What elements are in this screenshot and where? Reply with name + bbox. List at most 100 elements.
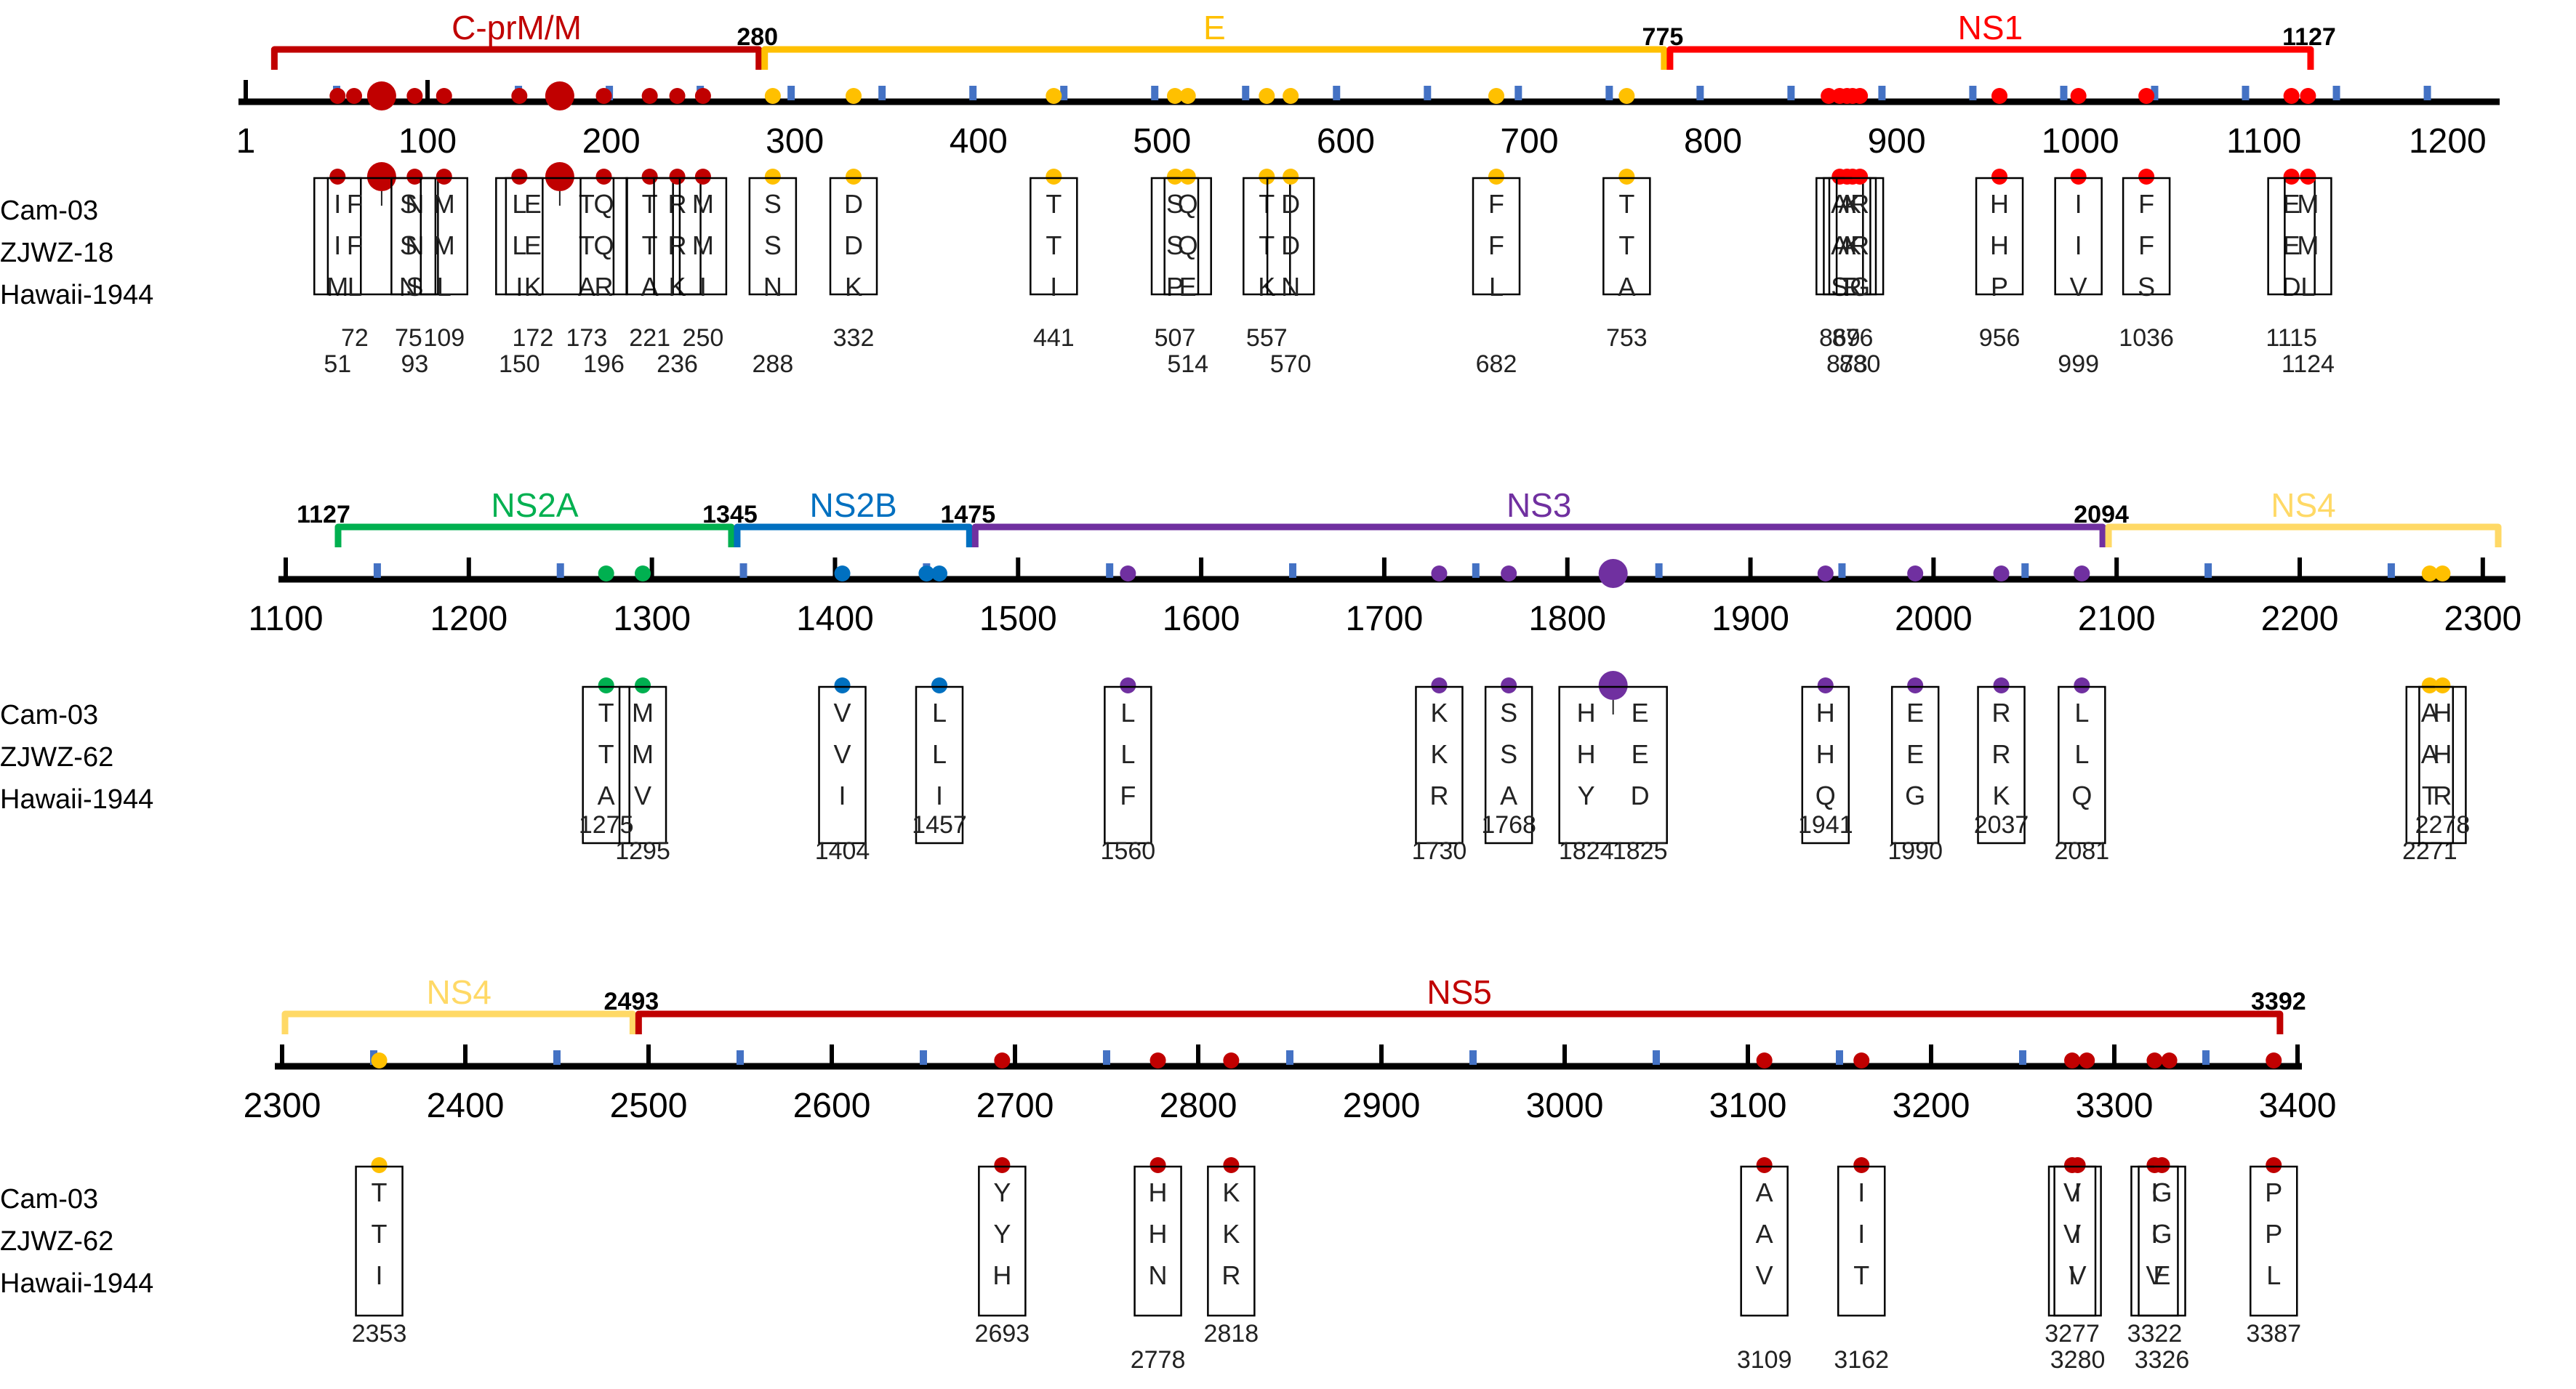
residue-letter: T xyxy=(1853,1260,1869,1290)
residue-box xyxy=(1415,685,1464,845)
axis-tick-label: 500 xyxy=(1133,122,1191,161)
domain-bracket xyxy=(635,1010,2284,1034)
residue-box xyxy=(1484,685,1533,845)
residue-letter: P xyxy=(2265,1177,2282,1207)
mutation-dot xyxy=(764,169,781,185)
residue-box xyxy=(829,177,878,296)
residue-letter: L xyxy=(1489,272,1504,302)
residue-letter: D xyxy=(1631,781,1650,810)
residue-letter: H xyxy=(992,1260,1011,1290)
mutation-dot xyxy=(846,169,862,185)
residue-letter: M xyxy=(433,189,455,219)
residue-letter: E xyxy=(1632,739,1649,769)
residue-box xyxy=(1104,685,1152,845)
position-label: 3326 xyxy=(2135,1346,2190,1374)
residue-box xyxy=(1837,1165,1886,1317)
residue-letter: L xyxy=(2266,1260,2281,1290)
axis-tick-label: 2300 xyxy=(244,1087,321,1125)
residue-letter: D xyxy=(1281,230,1300,260)
mutation-dot xyxy=(1991,88,2008,104)
residue-letter: F xyxy=(2138,230,2154,260)
axis-minor-tick xyxy=(1655,563,1663,578)
axis-tick-label: 1300 xyxy=(613,600,691,638)
axis-tick-label: 2500 xyxy=(610,1087,688,1125)
axis-minor-tick xyxy=(2060,86,2068,100)
axis-minor-tick xyxy=(787,86,795,100)
residue-letter: P xyxy=(1166,272,1184,302)
residue-letter: R xyxy=(1850,230,1869,260)
residue-box xyxy=(420,177,469,296)
axis-tick-label: 2600 xyxy=(793,1087,871,1125)
residue-letter: T xyxy=(1046,230,1062,260)
position-label: 873 xyxy=(1826,350,1868,378)
residue-letter: K xyxy=(1430,739,1448,769)
axis-tick-label: 1200 xyxy=(2409,122,2487,161)
axis-minor-tick xyxy=(1969,86,1977,100)
domain-label: NS4 xyxy=(426,973,491,1011)
residue-box xyxy=(678,177,728,296)
mutation-dot xyxy=(2138,88,2155,104)
axis-tick-label: 2200 xyxy=(2261,600,2339,638)
residue-letter: F xyxy=(1488,189,1504,219)
residue-letter: I xyxy=(2074,1177,2082,1207)
mutation-dot xyxy=(1283,88,1299,104)
axis-tick-label: 3200 xyxy=(1893,1087,1970,1125)
mutation-dot xyxy=(436,88,452,104)
residue-letter: T xyxy=(372,1219,388,1249)
mutation-dot xyxy=(1431,677,1448,693)
mutation-dot xyxy=(346,88,363,104)
residue-letter: E xyxy=(2283,189,2300,219)
strain-label: Cam-03 xyxy=(0,700,98,730)
residue-letter: E xyxy=(1906,698,1924,728)
axis-minor-tick xyxy=(1106,563,1114,578)
axis-tick-label: 400 xyxy=(950,122,1008,161)
residue-box xyxy=(625,177,674,296)
mutation-dot xyxy=(635,565,651,581)
residue-letter: F xyxy=(1488,230,1504,260)
mutation-dot xyxy=(994,1052,1011,1068)
mutation-dot xyxy=(669,88,686,104)
mutation-dot xyxy=(694,169,711,185)
axis-tick-label: 200 xyxy=(582,122,641,161)
residue-letter: R xyxy=(595,272,614,302)
residue-letter: M xyxy=(2297,230,2319,260)
strain-label: Hawaii-1944 xyxy=(0,280,153,310)
position-label: 999 xyxy=(2058,350,2099,378)
residue-box xyxy=(748,177,798,296)
mutation-dot xyxy=(366,162,396,191)
residue-box xyxy=(2122,177,2171,296)
residue-letter: H xyxy=(1990,230,2009,260)
axis-tick-label: 3000 xyxy=(1526,1087,1604,1125)
position-label: 557 xyxy=(1246,324,1288,352)
residue-letter: L xyxy=(348,272,362,302)
mutation-dot xyxy=(1852,169,1869,185)
axis-minor-tick xyxy=(553,1050,561,1065)
position-label: 72 xyxy=(341,324,369,352)
position-label: 2778 xyxy=(1131,1346,1186,1374)
position-label: 2693 xyxy=(975,1320,1030,1348)
mutation-markers xyxy=(329,81,2316,110)
mutation-dot xyxy=(1598,559,1628,588)
residue-box xyxy=(1133,1165,1182,1317)
position-label: 288 xyxy=(753,350,794,378)
mutation-dot xyxy=(1149,1157,1166,1173)
position-label: 1560 xyxy=(1101,837,1156,865)
residue-letter: I xyxy=(699,272,707,302)
axis-tick-label: 2100 xyxy=(2078,600,2156,638)
axis-tick-label: 600 xyxy=(1317,122,1375,161)
axis-tick-label: 2900 xyxy=(1343,1087,1421,1125)
